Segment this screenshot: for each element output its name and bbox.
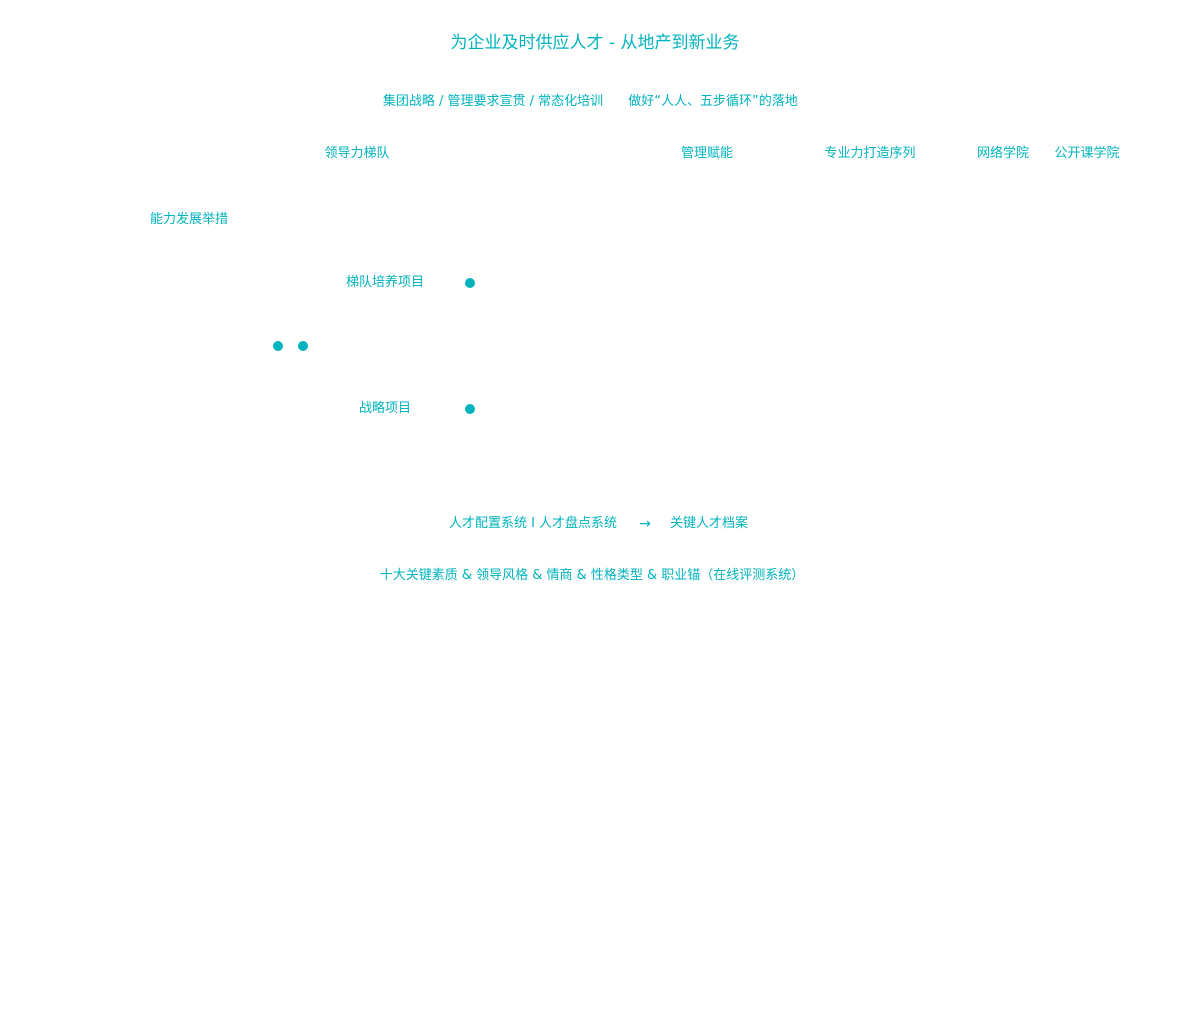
talent-systems-label: 人才配置系统 I 人才盘点系统	[448, 516, 618, 531]
arrow-right-icon: →	[639, 516, 651, 532]
pipeline-training-project-label: 梯队培养项目	[345, 275, 425, 290]
diagram-title: 为企业及时供应人才 - 从地产到新业务	[450, 33, 740, 53]
strategy-project-label: 战略项目	[358, 401, 412, 416]
five-step-cycle-label: 做好“人人、五步循环”的落地	[628, 94, 798, 109]
open-course-academy-header: 公开课学院	[1054, 146, 1120, 161]
capability-development-label: 能力发展举措	[149, 212, 229, 227]
online-academy-header: 网络学院	[976, 146, 1030, 161]
management-enablement-header: 管理赋能	[680, 146, 734, 161]
professional-sequence-header: 专业力打造序列	[824, 146, 916, 161]
strategy-training-label: 集团战略 / 管理要求宣贯 / 常态化培训	[382, 94, 604, 109]
pipeline-project-dot	[465, 278, 475, 288]
assessment-system-label: 十大关键素质 & 领导风格 & 情商 & 性格类型 & 职业锚（在线评测系统）	[379, 568, 805, 583]
strategy-project-dot	[465, 404, 475, 414]
key-talent-archive-label: 关键人才档案	[669, 516, 749, 531]
leadership-pipeline-header: 领导力梯队	[324, 146, 390, 161]
leadership-dot-right	[298, 341, 308, 351]
leadership-dot-left	[273, 341, 283, 351]
